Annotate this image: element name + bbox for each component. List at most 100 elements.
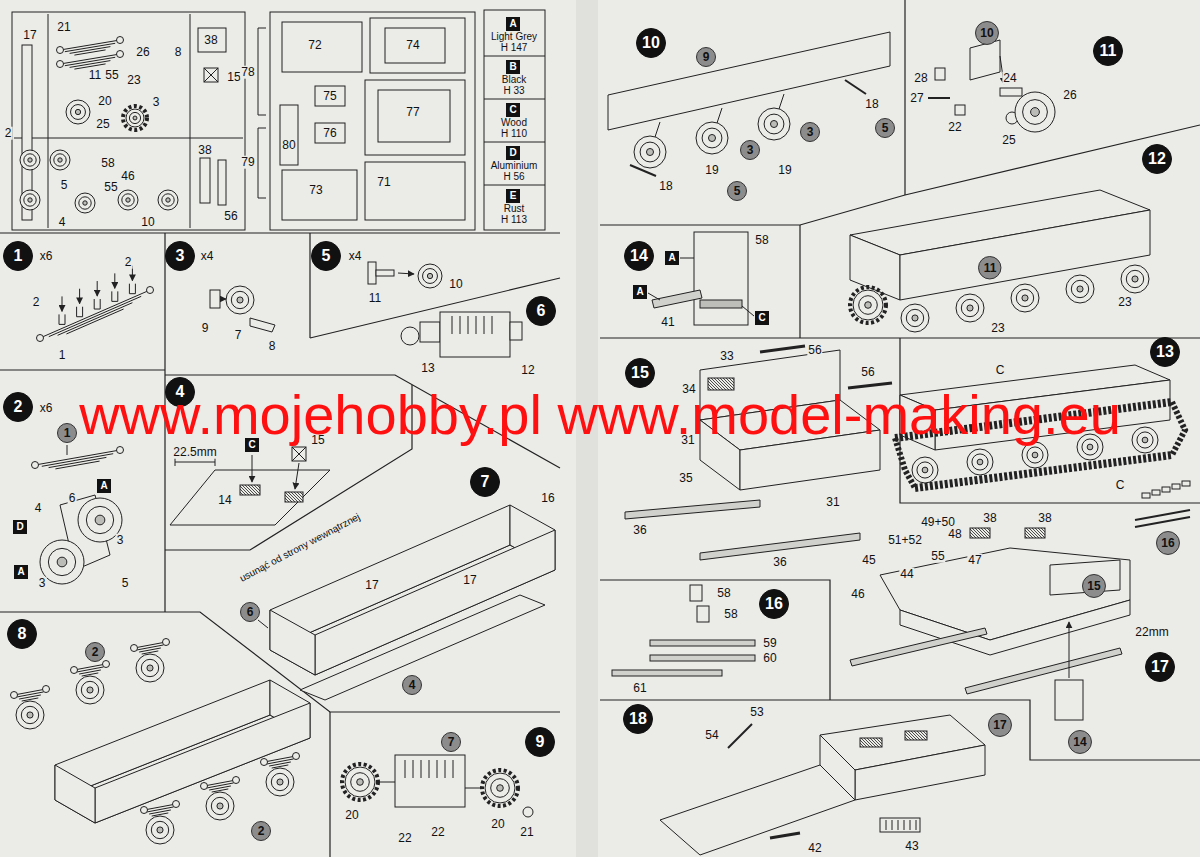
node-text: D <box>16 522 23 532</box>
hull-deck <box>660 765 855 855</box>
sprue-part <box>370 18 465 73</box>
subassembly-ref: 6 <box>240 602 260 622</box>
color-code-outline <box>507 61 520 74</box>
node-text: 3 <box>747 144 754 156</box>
node-text: A <box>636 287 643 297</box>
spring-eye <box>293 753 300 760</box>
node-text: 17 <box>1151 659 1169 675</box>
step-number: 10 <box>636 28 666 58</box>
legend-separator <box>484 99 545 100</box>
leaf-spring <box>77 667 104 672</box>
road-wheel <box>345 767 375 797</box>
part-number: 56 <box>807 344 822 357</box>
road-wheel <box>901 304 929 332</box>
wheel-hub <box>147 665 153 671</box>
road-wheel <box>956 294 984 322</box>
spring-eye <box>103 661 110 668</box>
node-text: 1 <box>14 248 23 264</box>
wheel-rim <box>1126 270 1143 287</box>
step-number-outline <box>624 705 653 734</box>
wheel-rim <box>764 114 784 134</box>
cooling-fin <box>468 316 469 334</box>
axle <box>376 270 394 276</box>
node-text: 14 <box>630 248 648 264</box>
wheel-rim <box>906 309 923 326</box>
step-number: 17 <box>1145 652 1175 682</box>
road-wheel <box>696 122 728 154</box>
node-text: 4 <box>409 679 416 691</box>
grating <box>970 528 990 538</box>
color-code: D <box>506 146 520 160</box>
part-number: 36 <box>632 524 647 537</box>
spring-eye <box>141 807 148 814</box>
color-code-outline <box>507 147 520 160</box>
subassembly-ref-outline <box>728 182 747 201</box>
part-number: 46 <box>850 588 865 601</box>
gearbox <box>395 755 465 807</box>
subassembly-ref: 7 <box>441 732 461 752</box>
color-code: C <box>506 103 520 117</box>
color-code-outline <box>634 286 647 299</box>
part-number: 36 <box>772 556 787 569</box>
wheel-hub <box>58 158 62 162</box>
spring-clip <box>94 299 100 309</box>
part-number: 42 <box>807 842 822 855</box>
wheel-hub <box>357 779 364 786</box>
subassembly-ref: 16 <box>1156 531 1180 555</box>
part-number: 28 <box>913 72 928 85</box>
leaf-spring <box>49 296 141 336</box>
subassembly-ref: 5 <box>727 181 747 201</box>
wheel-hub <box>157 827 163 833</box>
subassembly-ref-outline <box>697 48 716 67</box>
hull-wall <box>270 610 315 675</box>
wheel-rim <box>351 773 370 792</box>
wheel-hub <box>977 459 983 465</box>
flange <box>210 290 220 308</box>
part-number: 56 <box>860 366 875 379</box>
panel-border <box>600 580 830 700</box>
wheel-rim <box>271 773 288 790</box>
step-number-outline <box>4 393 33 422</box>
step-number-outline <box>760 590 789 619</box>
color-code: B <box>506 60 520 74</box>
part-number: 54 <box>704 729 719 742</box>
sprocket-teeth <box>123 106 147 130</box>
step-number-outline <box>312 242 341 271</box>
part-number: 43 <box>904 840 919 853</box>
hub-cap <box>523 807 533 817</box>
road-wheel <box>118 190 138 210</box>
wheel-rim <box>1137 432 1153 448</box>
part-number: 46 <box>120 170 135 183</box>
step-number-outline <box>166 242 195 271</box>
color-code-outline <box>507 190 520 203</box>
arm <box>250 318 275 332</box>
wheel-hub <box>95 515 105 525</box>
road-wheel <box>1022 442 1048 468</box>
wheel-hub <box>1077 286 1083 292</box>
node-text: 15 <box>631 365 649 381</box>
spring-eye <box>163 639 170 646</box>
sprocket-teeth <box>342 764 378 800</box>
wheel-hub <box>1032 452 1038 458</box>
step-number: 6 <box>526 296 556 326</box>
color-legend-frame <box>484 10 545 230</box>
spring-eye <box>201 783 208 790</box>
part-number: 2 <box>4 127 13 140</box>
part-number: 4 <box>58 216 67 229</box>
road-wheel <box>40 540 84 584</box>
wheel-rim <box>972 454 988 470</box>
wheel-hub <box>1022 295 1028 301</box>
part-number: 22 <box>430 826 445 839</box>
wheel-rim <box>122 194 134 206</box>
node-text: 5 <box>322 248 331 264</box>
bar <box>650 655 755 661</box>
wheel-rim <box>1016 289 1033 306</box>
color-code: A <box>14 565 28 579</box>
assembly-arrow <box>79 289 80 304</box>
rod <box>630 165 656 176</box>
dimension-tick <box>215 458 216 466</box>
part-number: 5 <box>121 577 130 590</box>
node-text: 2 <box>92 646 99 658</box>
wheel-hub <box>133 116 137 120</box>
grating <box>1025 528 1045 538</box>
